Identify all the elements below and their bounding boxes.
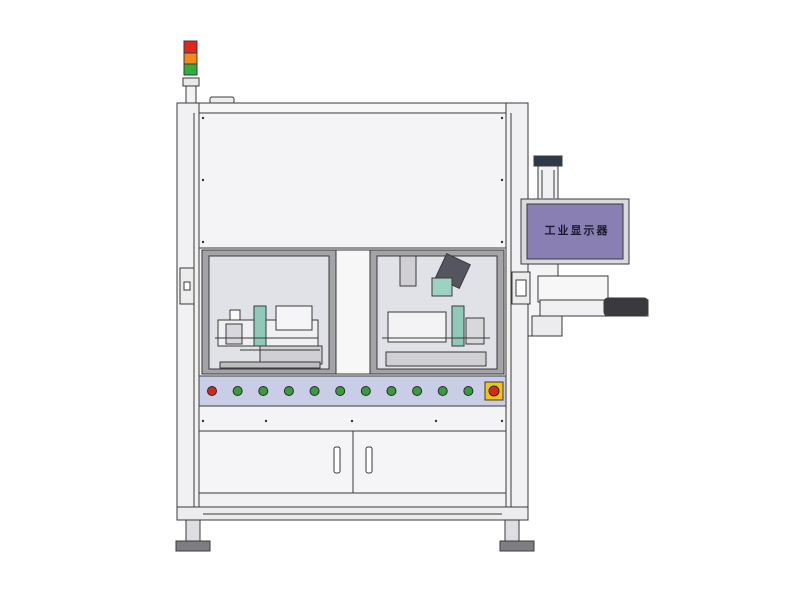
indicator-light-green [360, 386, 371, 396]
top-panel [198, 112, 507, 249]
signal-tower-green-light [183, 63, 198, 76]
indicator-light-green [258, 386, 269, 396]
monitor-arm [511, 155, 649, 337]
control-panel [198, 375, 507, 407]
indicator-light-green [412, 386, 423, 396]
signal-tower [182, 40, 200, 105]
right-viewing-window [369, 249, 505, 375]
lower-cabinet-doors [198, 430, 507, 494]
right-door [352, 430, 507, 494]
left-door-handle [333, 446, 341, 474]
indicator-light-red [207, 386, 217, 396]
left-door [198, 430, 354, 494]
signal-tower-red-light [183, 40, 198, 54]
indicator-lights [207, 381, 504, 401]
indicator-light-green [309, 386, 320, 396]
monitor-screen [526, 203, 624, 260]
right-door-handle [365, 446, 373, 474]
indicator-light-green [283, 386, 294, 396]
monitor-label: 工业显示器 [544, 224, 610, 237]
indicator-light-green [463, 386, 474, 396]
signal-tower-orange-light [183, 52, 198, 65]
indicator-light-green [437, 386, 448, 396]
indicator-light-green [335, 386, 346, 396]
leveling-feet [175, 519, 535, 552]
left-viewing-window [201, 249, 337, 375]
emergency-stop-button [488, 385, 500, 397]
indicator-light-green [386, 386, 397, 396]
industrial-monitor [520, 198, 630, 265]
indicator-light-green [232, 386, 243, 396]
